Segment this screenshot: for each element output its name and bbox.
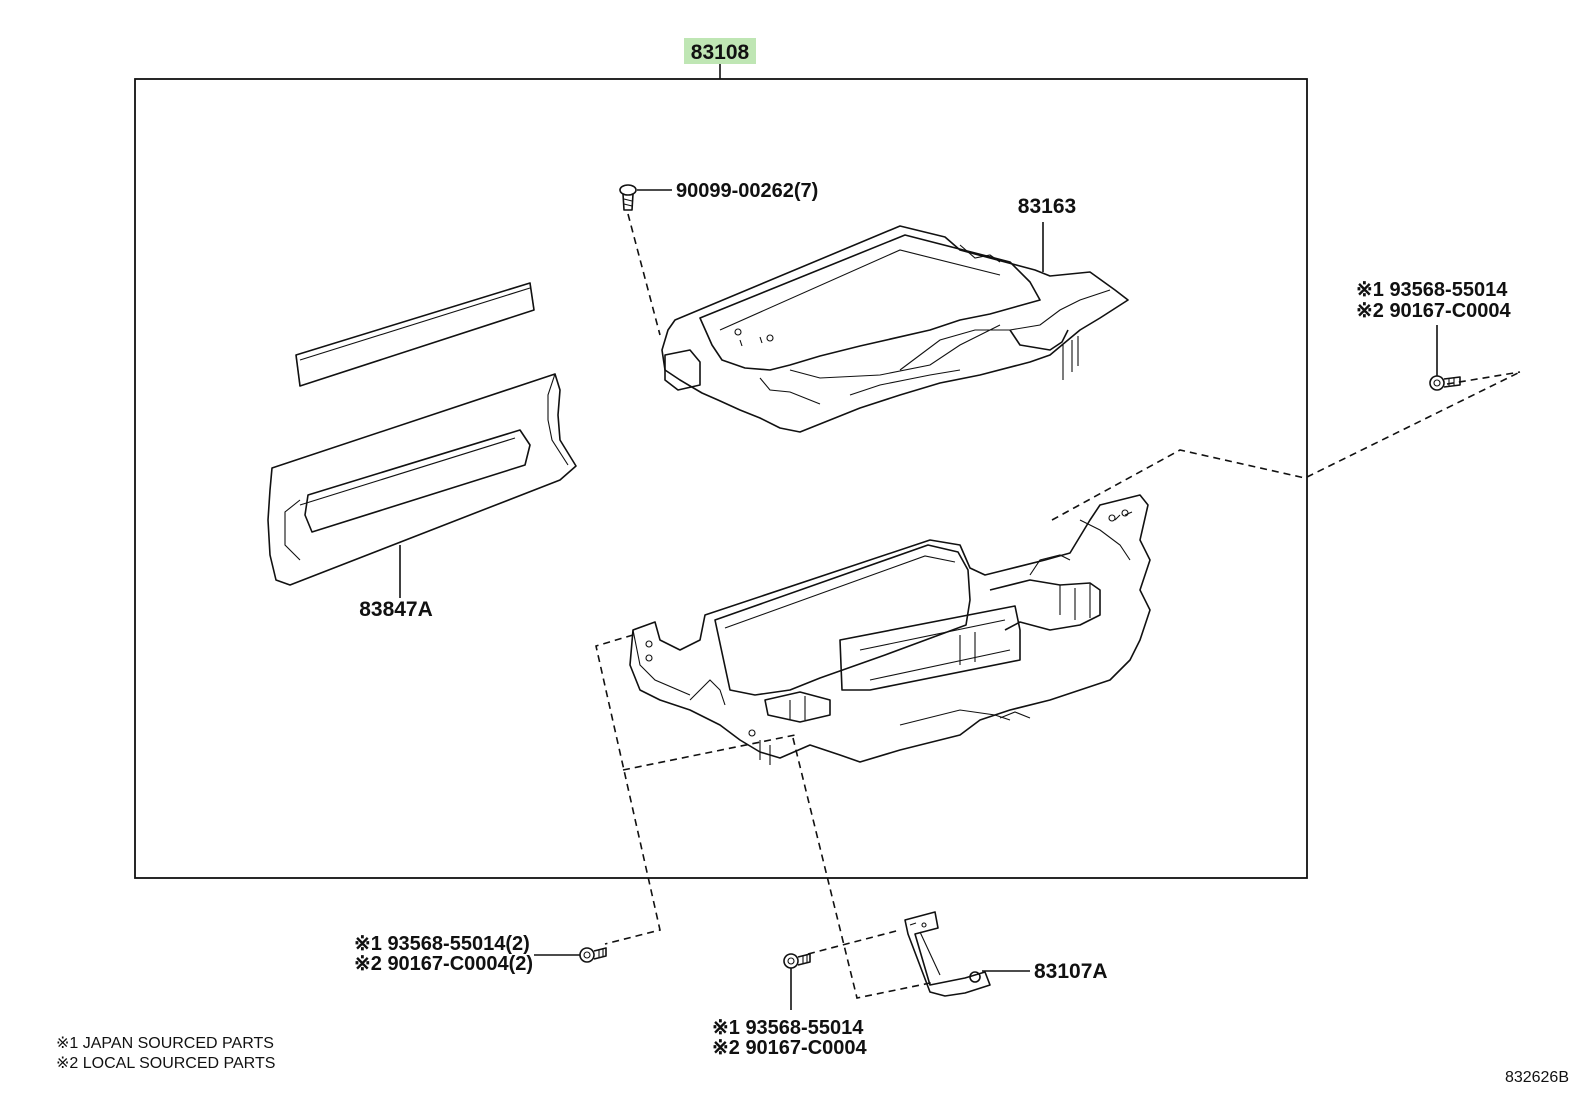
lower-housing-illustration (629, 494, 1151, 765)
clip-right-line2[interactable]: ※2 90167-C0004 (1356, 300, 1512, 322)
legend-japan-sourced: ※1 JAPAN SOURCED PARTS (56, 1035, 274, 1052)
right-clip-dash (1446, 371, 1521, 385)
lower-center-dash-b (792, 737, 936, 999)
bracket-label[interactable]: 83107A (1034, 960, 1108, 983)
screw-part-label[interactable]: 90099-00262(7) (676, 180, 818, 202)
lower-left-dash (595, 634, 661, 945)
screw-icon (619, 184, 637, 211)
clip-bottom-center-line2[interactable]: ※2 90167-C0004 (712, 1037, 868, 1059)
assembly-number-highlight (684, 38, 756, 64)
assembly-number-label[interactable]: 83108 (691, 41, 750, 64)
clip-right-line1[interactable]: ※1 93568-55014 (1356, 279, 1508, 301)
clip-bottom-left-line1[interactable]: ※1 93568-55014(2) (354, 933, 530, 955)
lens-panel-illustration (267, 373, 577, 586)
screw-dash (627, 213, 661, 336)
illustration-code: 832626B (1505, 1069, 1569, 1086)
clip-bottom-center-line1[interactable]: ※1 93568-55014 (712, 1017, 864, 1039)
legend-local-sourced: ※2 LOCAL SOURCED PARTS (56, 1055, 275, 1072)
upper-housing-illustration (661, 225, 1129, 433)
lens-panel-label[interactable]: 83847A (359, 598, 433, 621)
bracket-dash (807, 929, 901, 955)
assembly-frame (134, 78, 1308, 879)
clip-right-icon (1429, 375, 1461, 391)
strip-illustration (295, 282, 535, 387)
right-dash (1051, 371, 1521, 521)
lower-center-dash-a (622, 734, 796, 771)
upper-housing-label[interactable]: 83163 (1018, 195, 1076, 218)
clip-bottom-left-icon (579, 947, 607, 963)
clip-bottom-center-icon (783, 953, 811, 969)
bracket-illustration (904, 911, 991, 997)
clip-bottom-left-line2[interactable]: ※2 90167-C0004(2) (354, 953, 533, 975)
